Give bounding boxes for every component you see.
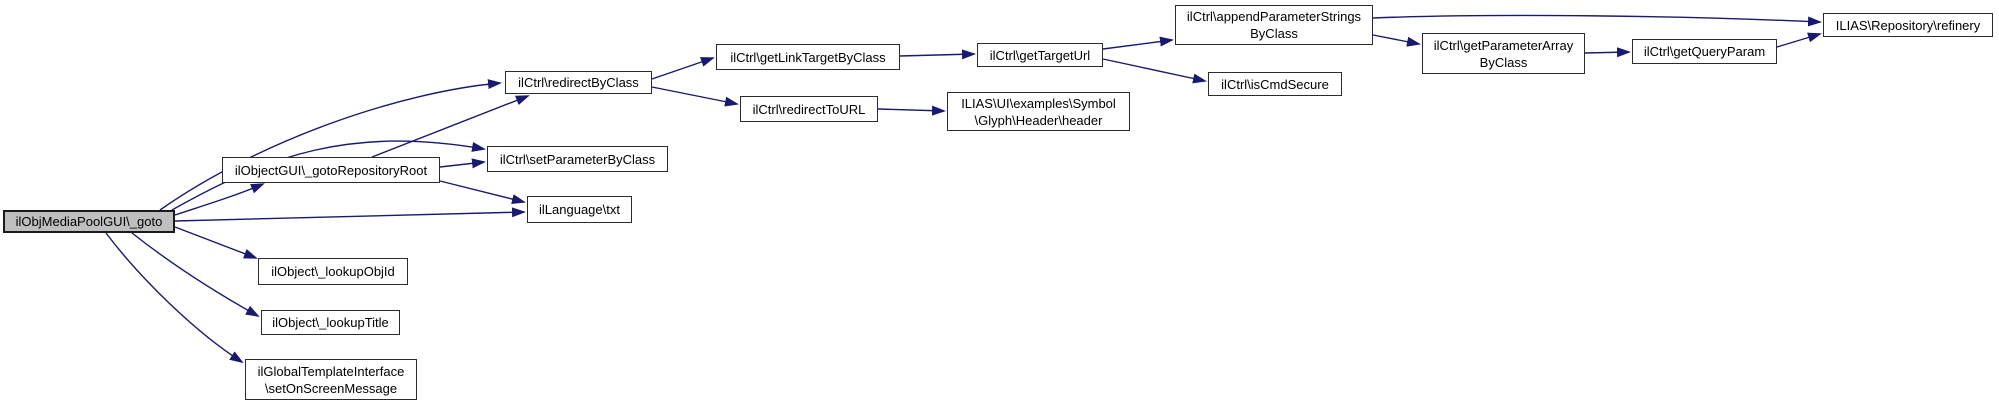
node-ilias-ui-examples-symbol-glyph-header-header[interactable]: ILIAS\UI\examples\Symbol \Glyph\Header\h… xyxy=(947,92,1130,131)
edge-getTargetUrl-to-isCmdSecure xyxy=(1102,58,1207,84)
edge-redirectByClass-to-redirectToURL xyxy=(651,86,739,107)
node-ilctrl-iscmdsecure[interactable]: ilCtrl\isCmdSecure xyxy=(1208,72,1342,96)
node-ilobjectgui-gotorepositoryroot[interactable]: ilObjectGUI\_gotoRepositoryRoot xyxy=(222,157,440,183)
edge-getParameterArrayByClass-to-getQueryParam xyxy=(1584,47,1631,58)
edge-goto-to-lookupObjId xyxy=(174,226,258,259)
edge-appendParameterStringsByClass-to-refinery xyxy=(1372,14,1822,27)
node-ilctrl-getparameterarraybyclass[interactable]: ilCtrl\getParameterArray ByClass xyxy=(1422,33,1585,74)
edge-redirectByClass-to-getLinkTargetByClass xyxy=(651,57,715,80)
node-ilctrl-redirectbyclass[interactable]: ilCtrl\redirectByClass xyxy=(505,71,652,94)
node-ilobject-lookuptitle[interactable]: ilObject\_lookupTitle xyxy=(261,310,400,335)
node-ilctrl-getqueryparam[interactable]: ilCtrl\getQueryParam xyxy=(1632,39,1777,64)
edge-appendParameterStringsByClass-to-getParameterArrayByClass xyxy=(1372,34,1421,47)
node-ilctrl-setparameterbyclass[interactable]: ilCtrl\setParameterByClass xyxy=(487,146,668,172)
node-ilias-repository-refinery[interactable]: ILIAS\Repository\refinery xyxy=(1823,13,1993,37)
edge-gotoRepositoryRoot-to-txt xyxy=(439,180,526,204)
edge-getLinkTargetByClass-to-getTargetUrl xyxy=(899,49,976,60)
node-illanguage-txt[interactable]: ilLanguage\txt xyxy=(527,196,632,223)
node-ilobjmediapoolgui-goto: ilObjMediaPoolGUI\_goto xyxy=(3,210,175,233)
edge-gotoRepositoryRoot-to-redirectByClass xyxy=(371,95,530,158)
edge-goto-to-gotoRepositoryRoot xyxy=(174,183,265,216)
node-ilctrl-appendparameterstringsbyclass[interactable]: ilCtrl\appendParameterStrings ByClass xyxy=(1175,5,1373,45)
edge-goto-to-setOnScreenMessage xyxy=(105,232,244,364)
node-ilglobaltemplateinterface-setonscreenmessage[interactable]: ilGlobalTemplateInterface \setOnScreenMe… xyxy=(245,359,417,400)
node-ilctrl-getlinktargetbyclass[interactable]: ilCtrl\getLinkTargetByClass xyxy=(716,44,900,70)
edge-goto-to-setParameterByClass xyxy=(171,140,486,211)
edge-goto-to-txt xyxy=(174,207,526,222)
edge-getQueryParam-to-refinery xyxy=(1776,32,1822,48)
edge-getTargetUrl-to-appendParameterStringsByClass xyxy=(1102,36,1174,50)
edge-goto-to-lookupTitle xyxy=(131,232,260,317)
edge-gotoRepositoryRoot-to-setParameterByClass xyxy=(439,158,486,169)
node-ilctrl-redirecttourl[interactable]: ilCtrl\redirectToURL xyxy=(740,96,878,122)
node-ilctrl-gettargeturl[interactable]: ilCtrl\getTargetUrl xyxy=(977,43,1103,67)
edge-goto-to-redirectByClass xyxy=(159,79,502,211)
edge-redirectToURL-to-header xyxy=(877,105,946,116)
node-ilobject-lookupobjid[interactable]: ilObject\_lookupObjId xyxy=(258,258,408,285)
